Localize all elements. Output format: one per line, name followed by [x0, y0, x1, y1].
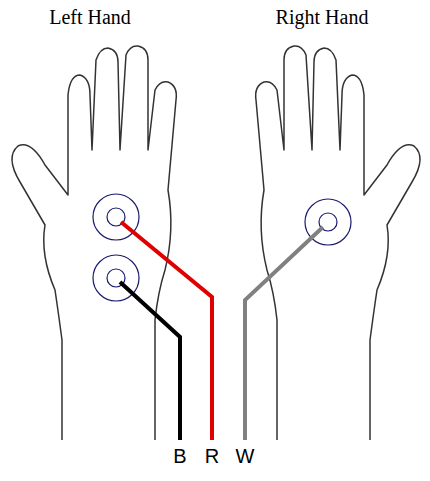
red-wire [121, 222, 212, 440]
grey-wire [245, 227, 323, 440]
wire-label: R [205, 445, 219, 467]
left-hand [12, 46, 176, 440]
right-hand [256, 46, 420, 440]
wire-label: W [236, 445, 255, 467]
wire-label: B [173, 445, 186, 467]
hand-title: Left Hand [49, 6, 131, 28]
hand-title: Right Hand [276, 6, 369, 28]
black-wire [120, 282, 180, 440]
